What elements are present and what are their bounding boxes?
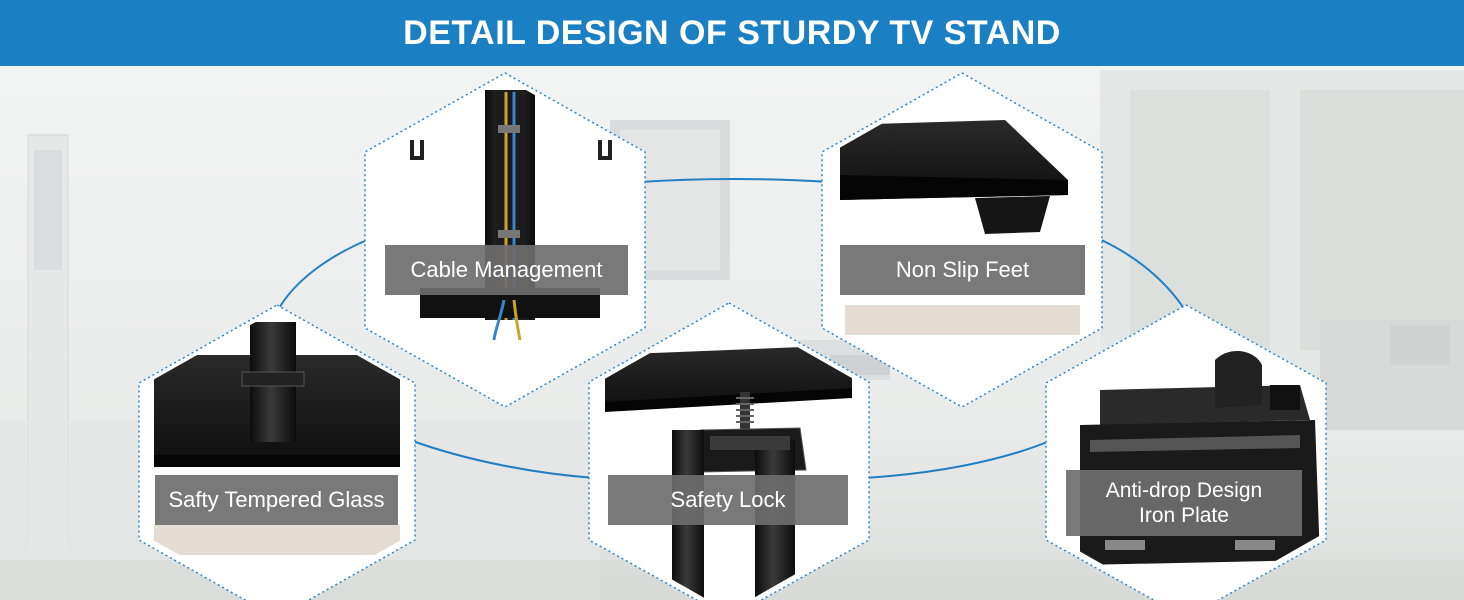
label-iron-plate: Anti-drop Design Iron Plate [1066, 470, 1302, 536]
feature-cable-management [364, 72, 646, 408]
feature-iron-plate [1045, 304, 1327, 600]
connector-lines [277, 178, 1186, 479]
feature-tempered-glass [138, 304, 416, 600]
label-non-slip-feet: Non Slip Feet [895, 256, 1030, 282]
feature-non-slip-feet [821, 72, 1103, 408]
label-safety-lock: Safety Lock [670, 486, 786, 512]
feature-safety-lock [588, 302, 870, 600]
glass-base-icon [154, 322, 400, 555]
page-title: DETAIL DESIGN OF STURDY TV STAND [403, 13, 1061, 52]
header-banner: DETAIL DESIGN OF STURDY TV STAND [0, 0, 1464, 66]
label-cable-management: Cable Management [410, 256, 603, 282]
label-iron-plate-line1: Anti-drop Design [1105, 478, 1263, 502]
label-tempered-glass: Safty Tempered Glass [168, 486, 385, 512]
label-iron-plate-line2: Iron Plate [1139, 504, 1229, 527]
stand-foot-icon [840, 120, 1080, 335]
